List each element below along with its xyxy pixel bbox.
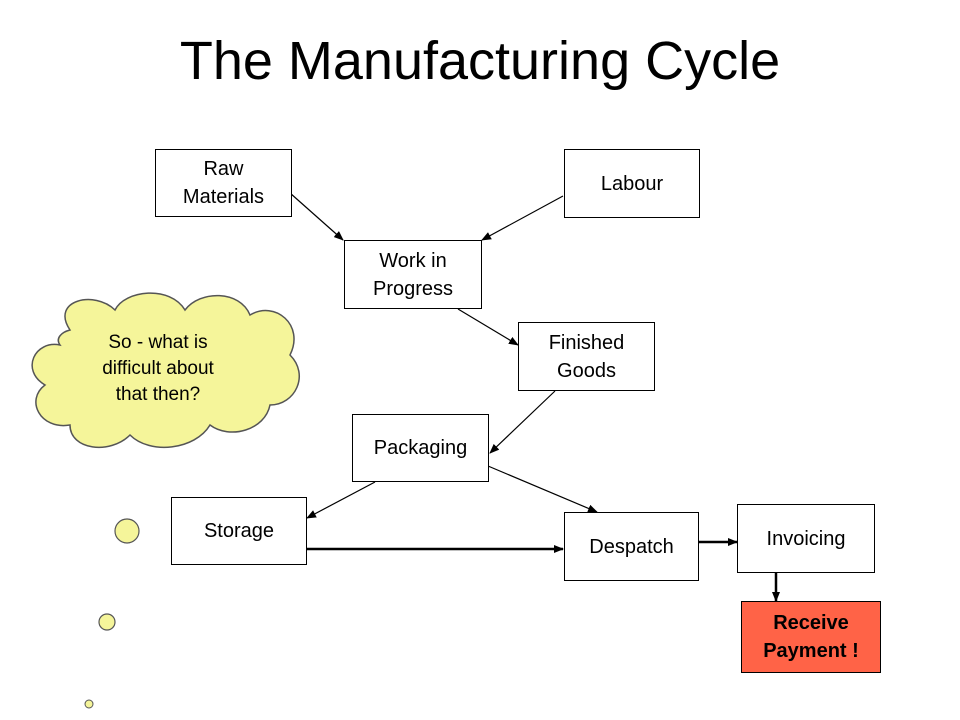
thought-bubble-dot-small xyxy=(84,699,94,709)
node-receive-payment: Receive Payment ! xyxy=(741,601,881,673)
node-packaging: Packaging xyxy=(352,414,489,482)
node-storage: Storage xyxy=(171,497,307,565)
arrow-wip-to-finished xyxy=(457,308,519,346)
node-finished-goods: Finished Goods xyxy=(518,322,655,391)
node-labour: Labour xyxy=(564,149,700,218)
arrow-finished-to-packaging xyxy=(489,390,556,454)
arrow-labour-to-wip xyxy=(481,195,564,241)
thought-cloud xyxy=(31,292,300,449)
thought-bubble-dot-large xyxy=(114,518,140,544)
node-invoicing: Invoicing xyxy=(737,504,875,573)
node-raw-materials: Raw Materials xyxy=(155,149,292,217)
arrow-packaging-to-storage xyxy=(306,481,376,519)
arrow-packaging-to-despatch xyxy=(487,465,598,513)
arrow-raw-to-wip xyxy=(289,192,344,241)
thought-bubble-dot-medium xyxy=(98,613,116,631)
page-title: The Manufacturing Cycle xyxy=(179,31,781,91)
node-despatch: Despatch xyxy=(564,512,699,581)
node-work-in-progress: Work in Progress xyxy=(344,240,482,309)
thought-bubble-text: So - what is difficult about that then? xyxy=(102,332,214,405)
